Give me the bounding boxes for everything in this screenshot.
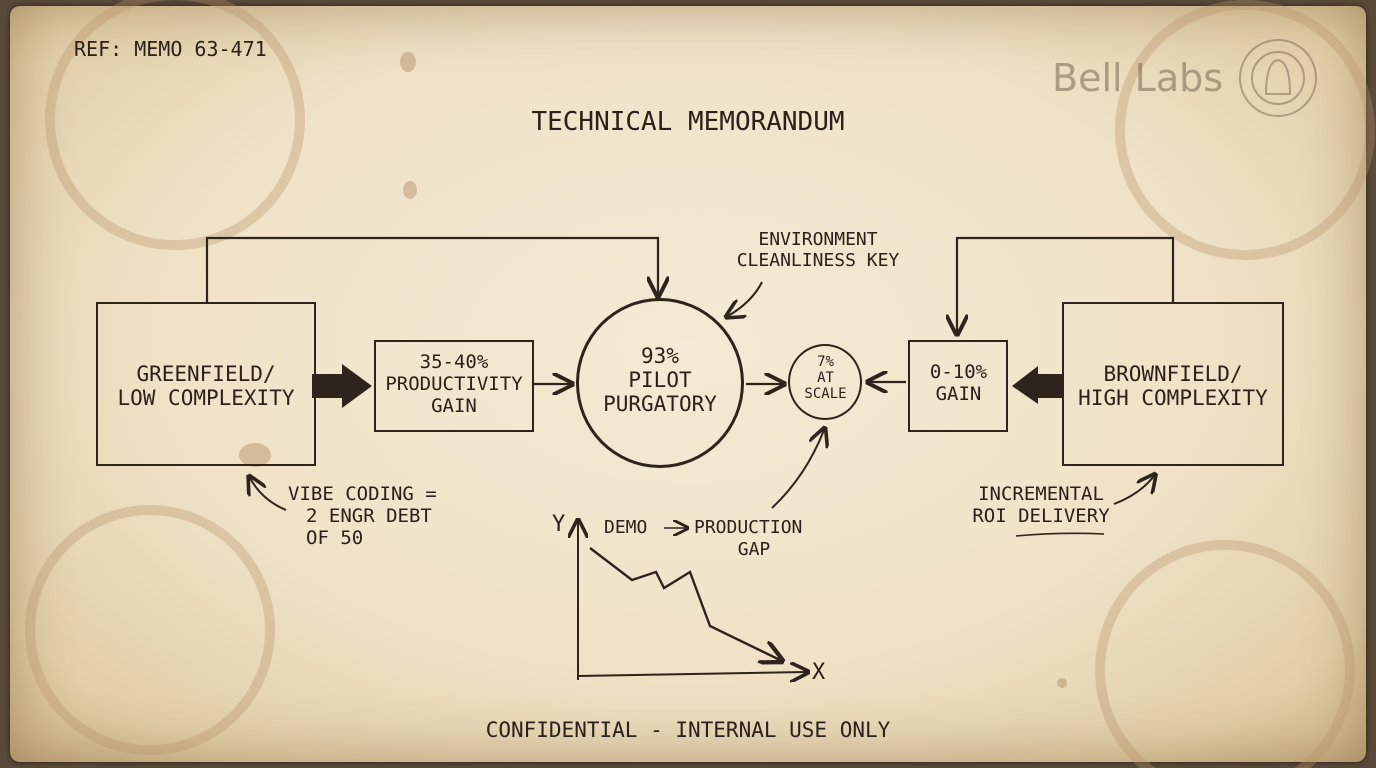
confidential-footer: CONFIDENTIAL - INTERNAL USE ONLY	[485, 718, 891, 742]
pilot-label: 93% PILOT PURGATORY	[576, 344, 744, 416]
productivity-line2: PRODUCTIVITY	[385, 372, 523, 395]
arrow-gap-scale	[771, 430, 824, 509]
feedback-loop-right	[957, 236, 1175, 332]
graph-x-axis	[577, 672, 806, 676]
seal-icon	[1239, 39, 1317, 117]
graph-decline-line	[589, 547, 780, 660]
pilot-line3: PURGATORY	[603, 392, 717, 417]
scale-line3: SCALE	[804, 386, 847, 403]
gain-box	[908, 340, 1008, 432]
brownfield-line1: BROWNFIELD/	[1103, 362, 1243, 386]
stain-ring-top-right	[1115, 0, 1375, 260]
productivity-box	[374, 340, 534, 432]
coffee-stains	[25, 0, 1375, 768]
brownfield-box	[1062, 302, 1284, 466]
vibe-line1: VIBE CODING =	[288, 483, 437, 505]
thick-arrow-left	[312, 364, 372, 408]
pilot-line2: PILOT	[628, 368, 692, 393]
incremental-line2: ROI DELIVERY	[972, 504, 1110, 527]
gain-label: 0-10% GAIN	[908, 361, 1009, 406]
memo-ref: REF: MEMO 63-471	[74, 37, 267, 61]
scale-line2: AT	[817, 370, 834, 387]
scale-circle	[788, 344, 862, 420]
graph-caption-demo: DEMO	[604, 517, 648, 538]
ink-smudges	[239, 52, 1067, 688]
thick-arrow-right	[1012, 366, 1062, 404]
productivity-label: 35-40% PRODUCTIVITY GAIN	[374, 351, 534, 418]
graph-caption-production: PRODUCTION	[694, 517, 803, 538]
logo: Bell Labs	[1052, 56, 1224, 100]
feedback-loop-left	[205, 236, 658, 302]
gain-line1: 0-10%	[929, 361, 988, 383]
brownfield-line2: HIGH COMPLEXITY	[1078, 386, 1268, 411]
gain-line2: GAIN	[935, 382, 982, 405]
pilot-circle	[576, 298, 744, 468]
environment-line2: CLEANLINESS KEY	[736, 249, 900, 271]
graph-y-label: Y	[552, 512, 566, 537]
graph-caption-gap: GAP	[737, 539, 771, 560]
arrow-incremental	[1113, 476, 1154, 505]
vibe-note: VIBE CODING = 2 ENGR DEBT OF 50	[288, 483, 437, 550]
greenfield-line2: LOW COMPLEXITY	[117, 386, 295, 411]
greenfield-box	[96, 302, 316, 466]
greenfield-line1: GREENFIELD/	[136, 362, 276, 386]
memo-title: TECHNICAL MEMORANDUM	[531, 107, 845, 137]
environment-note: ENVIRONMENT CLEANLINESS KEY	[730, 229, 906, 271]
scale-line1: 7%	[817, 354, 834, 370]
pilot-line1: 93%	[641, 344, 679, 368]
brownfield-label: BROWNFIELD/ HIGH COMPLEXITY	[1062, 362, 1284, 410]
greenfield-label: GREENFIELD/ LOW COMPLEXITY	[96, 362, 316, 410]
productivity-line1: 35-40%	[419, 351, 489, 373]
stain-ring-top-left	[45, 0, 305, 250]
stain-ring-bottom-left	[25, 505, 275, 755]
scale-label: 7% AT SCALE	[788, 354, 863, 402]
graph-x-label: X	[812, 660, 826, 685]
incremental-note: INCREMENTAL ROI DELIVERY	[966, 483, 1116, 528]
stain-ring-bottom-right	[1095, 540, 1355, 768]
productivity-line3: GAIN	[431, 394, 477, 417]
vibe-line3: OF 50	[306, 526, 364, 549]
incremental-line1: INCREMENTAL	[978, 483, 1104, 505]
environment-line1: ENVIRONMENT	[758, 229, 878, 250]
vibe-line2: 2 ENGR DEBT	[306, 504, 432, 527]
underline-incremental	[1015, 532, 1105, 537]
arrow-environment	[728, 281, 763, 316]
arrow-vibe	[250, 478, 287, 511]
